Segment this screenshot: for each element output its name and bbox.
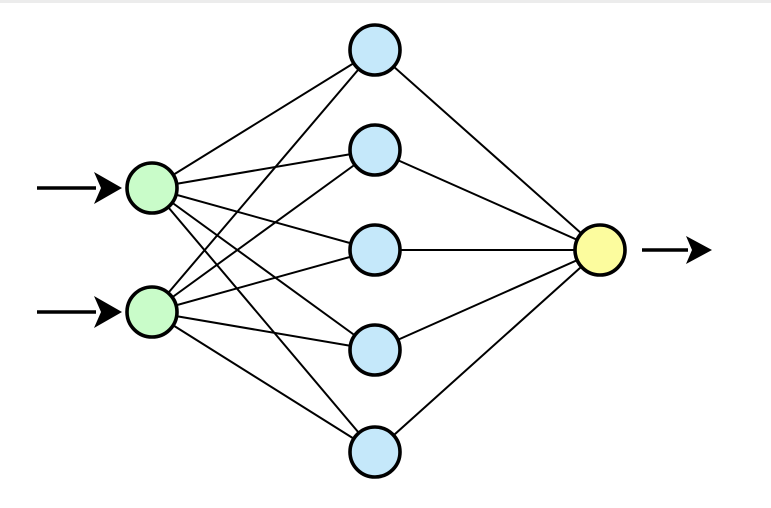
edge-i2-h3 [151, 249, 376, 313]
top-edge-strip [0, 0, 771, 3]
input-arrow-2-head [94, 296, 122, 328]
edge-h5-o1 [374, 249, 601, 453]
node-i1[interactable] [125, 161, 179, 215]
edge-h1-o1 [374, 49, 601, 251]
edge-i1-h1 [151, 49, 376, 189]
node-h1[interactable] [348, 23, 402, 77]
edge-h2-o1 [374, 149, 601, 251]
node-h3[interactable] [348, 223, 402, 277]
edge-i1-h5 [151, 187, 376, 453]
edge-i2-h4 [151, 311, 376, 351]
edge-h4-o1 [374, 249, 601, 351]
node-i2[interactable] [125, 285, 179, 339]
output-arrow-1-head [686, 236, 712, 264]
edge-i1-h4 [151, 187, 376, 351]
input-arrow-1-head [94, 172, 122, 204]
edge-i2-h5 [151, 311, 376, 453]
nodes-group [125, 23, 627, 479]
node-h2[interactable] [348, 123, 402, 177]
edge-i2-h2 [151, 149, 376, 313]
edges-group [151, 49, 601, 453]
edge-i1-h3 [151, 187, 376, 251]
arrows-group [37, 172, 712, 328]
edge-i1-h2 [151, 149, 376, 189]
node-h5[interactable] [348, 425, 402, 479]
node-h4[interactable] [348, 323, 402, 377]
node-o1[interactable] [573, 223, 627, 277]
edge-i2-h1 [151, 49, 376, 313]
